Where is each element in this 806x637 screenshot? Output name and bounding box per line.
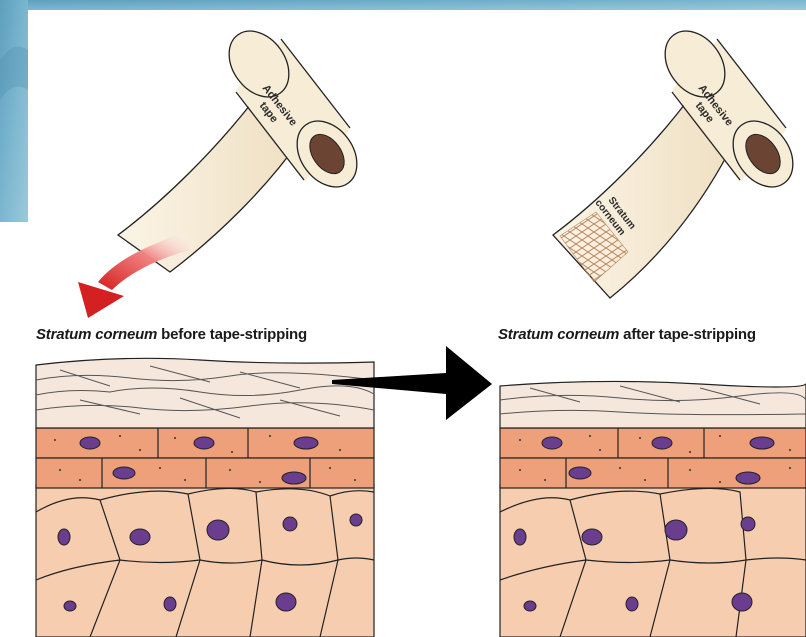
caption-after: Stratum corneum after tape-stripping	[498, 326, 756, 343]
caption-after-em: Stratum corneum	[498, 326, 619, 343]
caption-before-em: Stratum corneum	[36, 326, 157, 343]
caption-after-rest: after tape-stripping	[619, 326, 756, 343]
skin-section-before	[36, 358, 374, 637]
adhesive-tape-roll-before: Adhesive tape	[118, 20, 369, 272]
caption-before: Stratum corneum before tape-stripping	[36, 326, 307, 343]
skin-section-after	[500, 381, 806, 637]
adhesive-tape-roll-after: Adhesive tape Stratum corneum	[553, 20, 805, 298]
caption-before-rest: before tape-stripping	[157, 326, 307, 343]
